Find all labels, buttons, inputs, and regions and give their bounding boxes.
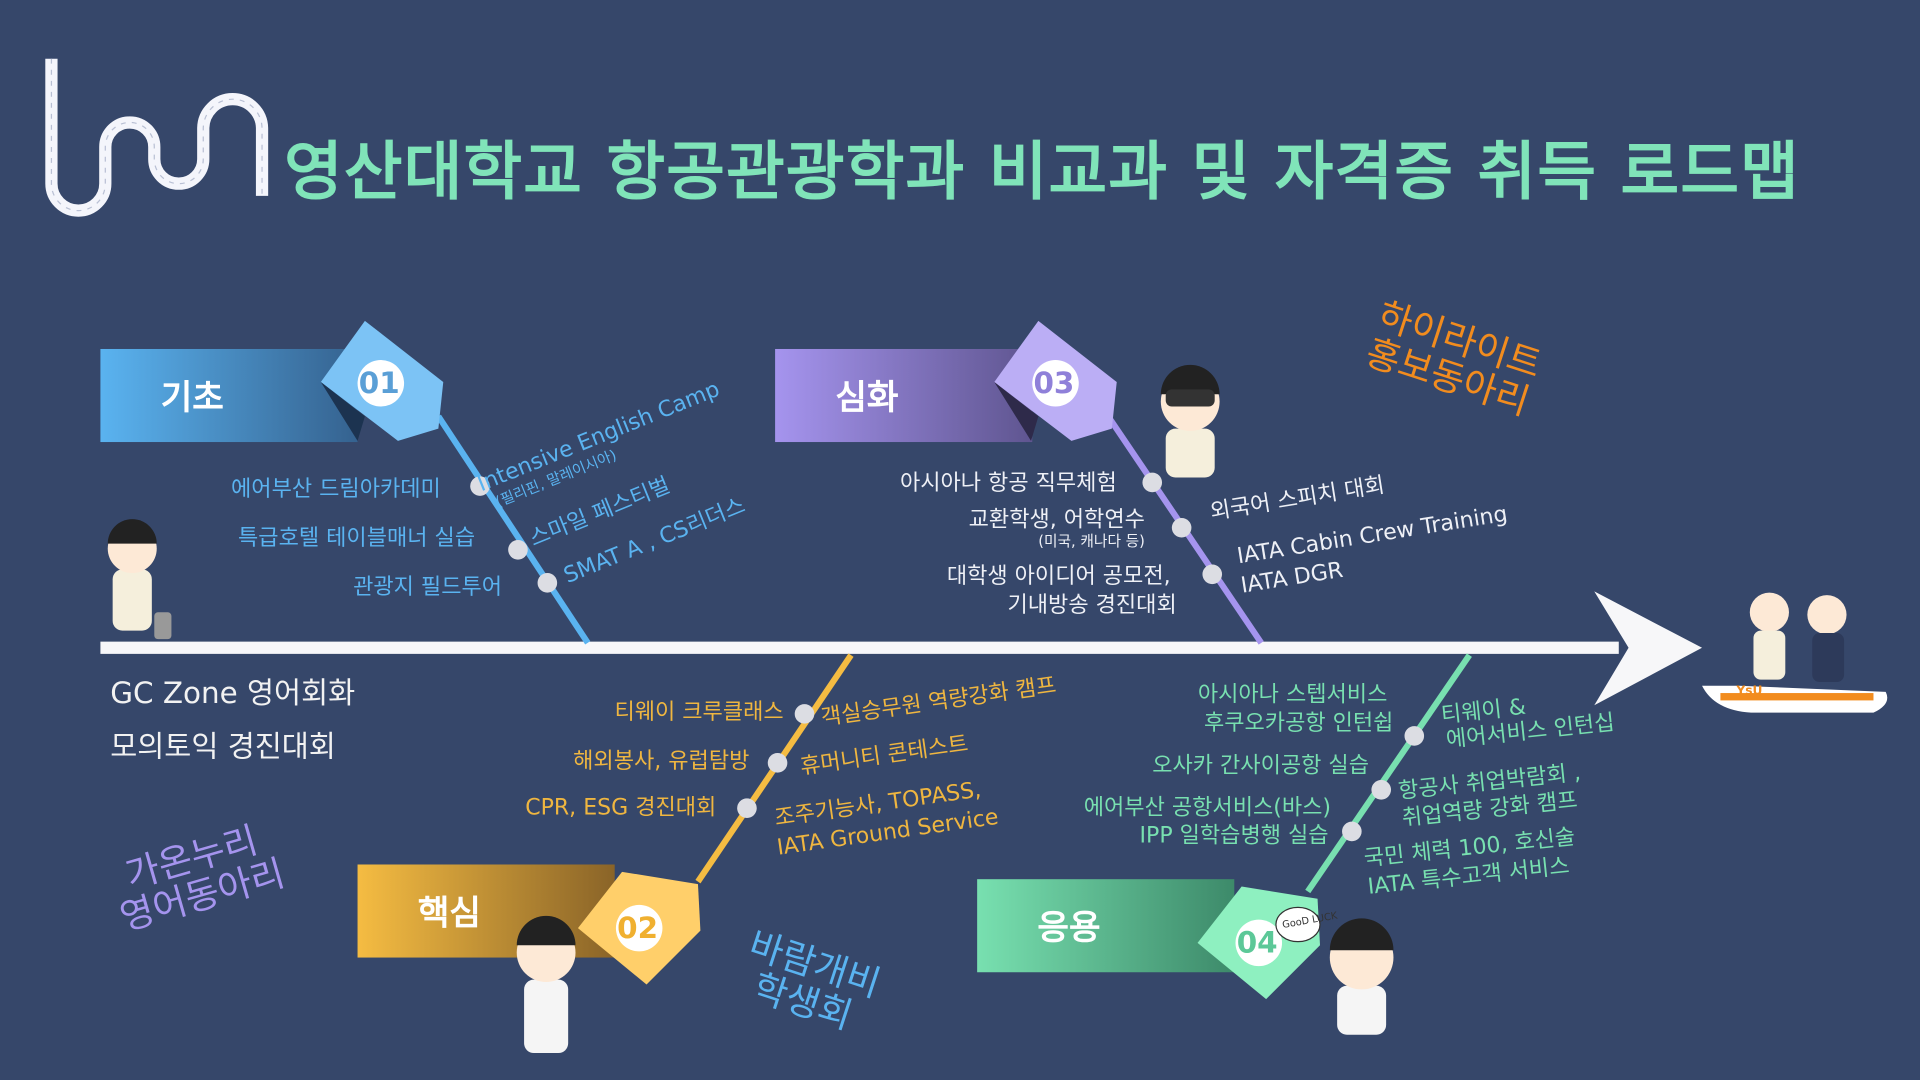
basic-item: 관광지 필드투어 xyxy=(353,574,503,601)
timeline-line xyxy=(100,641,1619,654)
stage-basic-number: 01 xyxy=(358,366,400,401)
general-item: 모의토익 경진대회 xyxy=(110,729,336,765)
applied-item: 아시아나 스텝서비스 xyxy=(1197,682,1388,708)
vr-character-icon xyxy=(1160,364,1220,478)
advanced-item-note: (미국, 캐나다 등) xyxy=(1038,532,1145,550)
branch-basic xyxy=(435,414,591,645)
applied-item: 에어부산 공항서비스(바스) xyxy=(1083,794,1332,821)
advanced-item: 교환학생, 어학연수 xyxy=(968,506,1145,533)
stage-advanced-label: 심화 xyxy=(835,377,899,418)
advanced-item: 아시아나 항공 직무체험 xyxy=(899,470,1117,496)
advanced-item: 대학생 아이디어 공모전, xyxy=(946,563,1171,589)
basic-item: 에어부산 드림아카데미 xyxy=(231,476,441,503)
applied-item: 오사카 간사이공항 실습 xyxy=(1152,753,1369,779)
pilot-character-icon xyxy=(1275,906,1394,1035)
milestone-dots xyxy=(470,472,1425,842)
airplane-icon xyxy=(1702,592,1888,713)
stage-core-label: 핵심 xyxy=(417,892,481,934)
stage-advanced-number: 03 xyxy=(1033,366,1075,401)
page-title: 영산대학교 항공관광학과 비교과 및 자격증 취득 로드맵 xyxy=(284,135,1800,210)
core-item: CPR, ESG 경진대회 xyxy=(525,794,717,821)
student-character-icon xyxy=(516,915,576,1054)
branch-applied xyxy=(1305,653,1472,894)
core-item: 티웨이 크루클래스 xyxy=(614,699,784,725)
applied-item: IPP 일학습병행 실습 xyxy=(1139,822,1329,849)
stage-basic-label: 기초 xyxy=(160,377,224,418)
road-logo-icon xyxy=(45,58,269,217)
core-item: 해외봉사, 유럽탐방 xyxy=(573,748,750,774)
stage-applied-label: 응용 xyxy=(1037,907,1101,948)
stage-core-number: 02 xyxy=(617,911,659,946)
basic-item: 특급호텔 테이블매너 실습 xyxy=(238,525,476,552)
advanced-item: 기내방송 경진대회 xyxy=(1007,592,1177,619)
applied-item: 후쿠오카공항 인턴쉽 xyxy=(1203,710,1394,736)
plane-logo: YsU xyxy=(1736,684,1763,698)
attendant-character-icon xyxy=(107,519,172,640)
general-item: GC Zone 영어회화 xyxy=(110,675,356,711)
timeline-arrowhead-icon xyxy=(1594,591,1703,706)
stage-applied-number: 04 xyxy=(1236,925,1278,961)
